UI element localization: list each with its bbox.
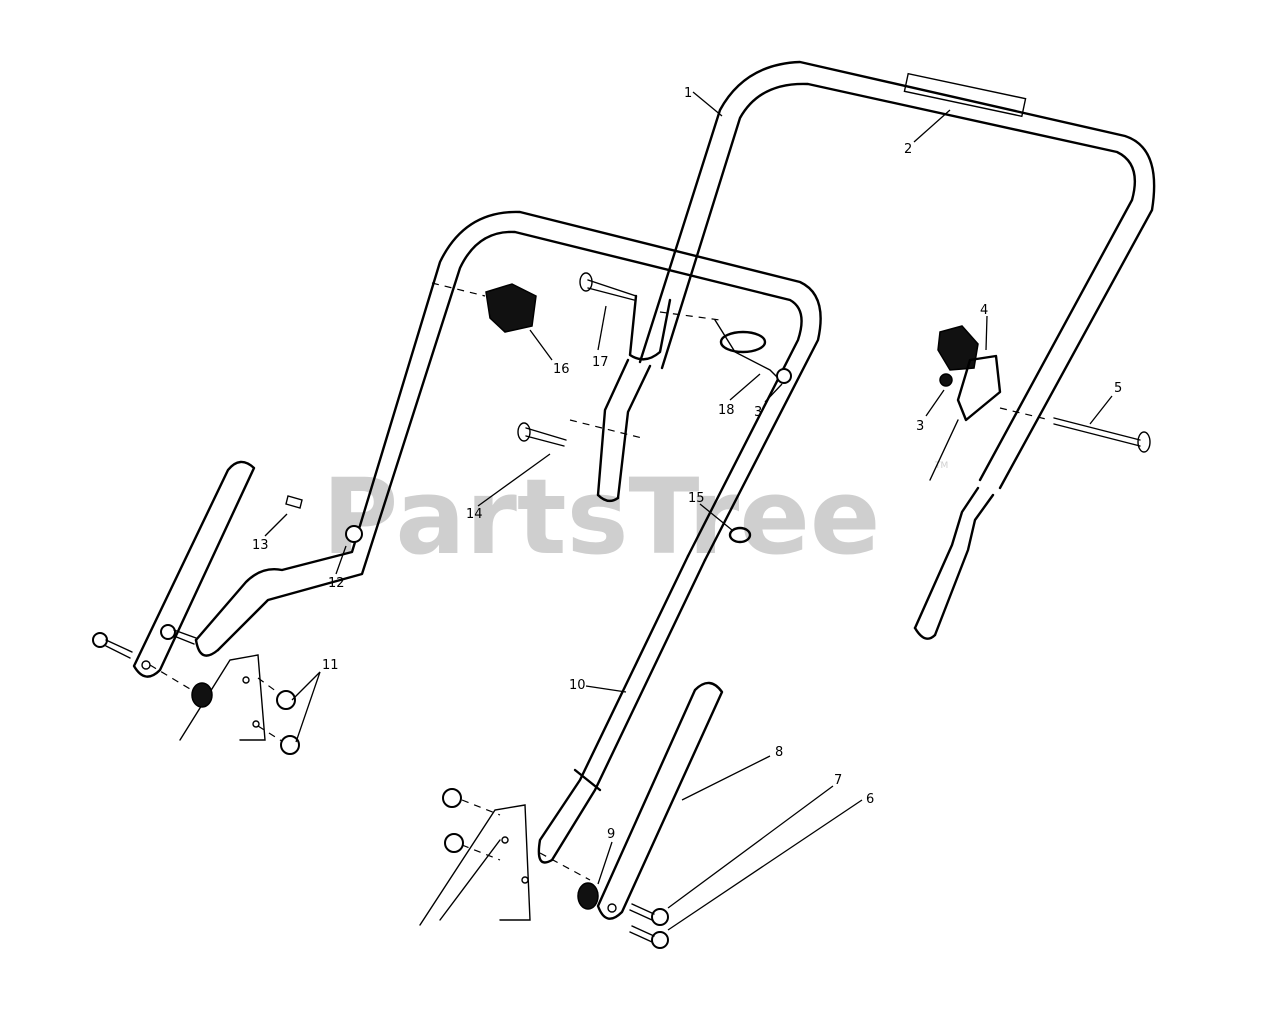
lower-handle-leg-10 xyxy=(537,554,707,864)
watermark-trademark: TM xyxy=(934,461,948,471)
bolt-left-a xyxy=(92,632,133,659)
cable-guide-18 xyxy=(714,319,781,381)
callout-3-left: 3 xyxy=(754,405,762,420)
knob-16 xyxy=(485,283,537,333)
callout-1: 1 xyxy=(684,86,692,101)
callout-2: 2 xyxy=(904,142,912,157)
bolt-17 xyxy=(579,272,637,301)
tube-right xyxy=(913,486,995,640)
nut-12 xyxy=(345,525,363,543)
callout-14: 14 xyxy=(466,507,483,522)
callout-6: 6 xyxy=(866,792,874,807)
callout-10: 10 xyxy=(569,678,586,693)
callout-16: 16 xyxy=(553,362,570,377)
callout-18: 18 xyxy=(718,403,735,418)
callout-15: 15 xyxy=(688,491,705,506)
nut-left-deck-a xyxy=(442,788,462,808)
spacer-9 xyxy=(577,882,599,910)
nut-3-left xyxy=(776,368,792,384)
nut-11-b xyxy=(280,735,300,755)
callout-11: 11 xyxy=(322,658,339,673)
watermark-text: PartsTree xyxy=(322,456,880,578)
lower-handle-frame xyxy=(194,210,822,657)
bolt-14 xyxy=(517,422,567,447)
callout-13: 13 xyxy=(252,538,269,553)
callout-7: 7 xyxy=(834,773,842,788)
tube-center xyxy=(596,358,652,503)
callout-4: 4 xyxy=(980,303,988,318)
bolt-left-b xyxy=(160,624,197,645)
cable-control-4 xyxy=(929,325,1002,481)
callout-8: 8 xyxy=(775,745,783,760)
bolt-6 xyxy=(629,925,669,949)
upper-handle xyxy=(628,60,1156,490)
nut-3-right xyxy=(939,373,953,387)
spacer-left xyxy=(191,682,213,708)
callout-12: 12 xyxy=(328,576,345,591)
right-arm-8 xyxy=(596,681,724,920)
deck-bracket-left xyxy=(179,654,266,741)
callout-9: 9 xyxy=(607,827,615,842)
pin-13 xyxy=(285,495,303,509)
nut-11-a xyxy=(276,690,296,710)
deck-bracket-right xyxy=(419,804,531,926)
callout-17: 17 xyxy=(592,355,609,370)
nut-left-deck-b xyxy=(444,833,464,853)
bolt-7 xyxy=(629,903,669,926)
clip-15 xyxy=(728,526,752,544)
callout-5: 5 xyxy=(1114,381,1122,396)
callout-3-right: 3 xyxy=(916,419,924,434)
bolt-5 xyxy=(1053,417,1151,453)
leader-lines xyxy=(264,91,1113,931)
